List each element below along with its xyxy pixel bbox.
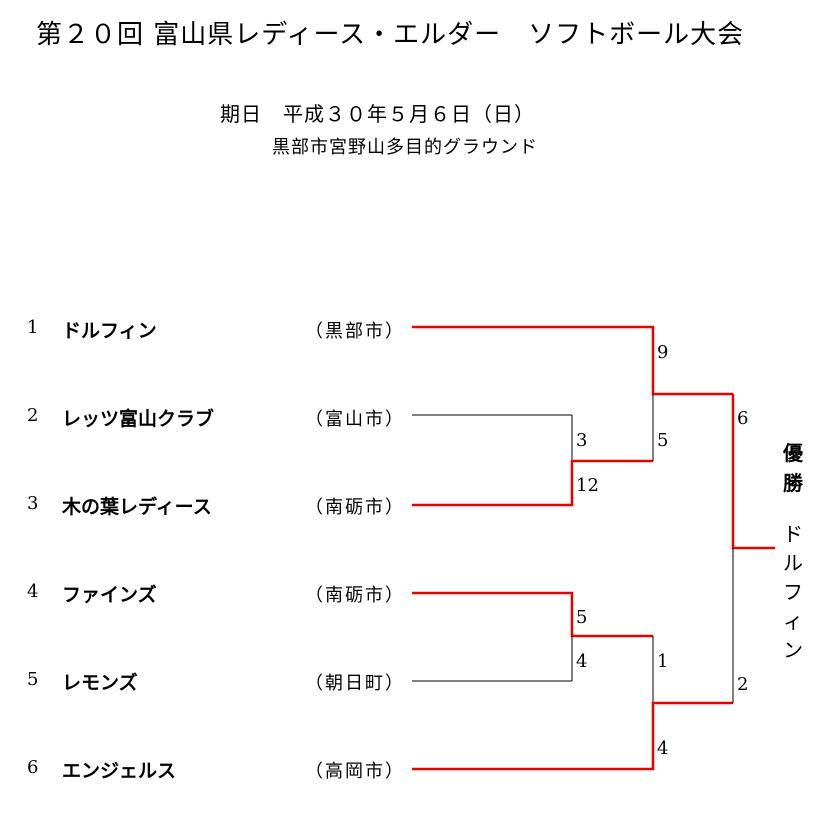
team-name: エンジェルス — [62, 760, 177, 782]
line-team4-win — [412, 591, 653, 638]
line-team3-win — [412, 459, 653, 507]
champion-label: 勝 — [783, 471, 803, 495]
score-team1: 9 — [657, 342, 669, 363]
team-city: （南砺市） — [305, 585, 405, 606]
event-venue: 黒部市宮野山多目的グラウンド — [272, 137, 538, 158]
score-team5: 4 — [576, 651, 588, 672]
champion-name-char: フ — [783, 580, 803, 604]
champion-name-char: ィ — [783, 609, 803, 633]
team-name: ファインズ — [62, 584, 157, 606]
team-name: 木の葉レディース — [62, 496, 212, 518]
team-name: レッツ富山クラブ — [62, 408, 215, 430]
score-team4: 5 — [576, 607, 588, 628]
page-title: 第２０回 富山県レディース・エルダー ソフトボール大会 — [36, 20, 745, 50]
seed-number: 4 — [27, 581, 39, 602]
line-team6-win — [412, 701, 733, 771]
team-city: （南砺市） — [305, 497, 405, 518]
seed-number: 1 — [27, 317, 39, 338]
team-city: （朝日町） — [305, 673, 405, 694]
champion-name-char: ル — [783, 551, 803, 575]
score-final-bottom: 2 — [737, 674, 749, 695]
score-team2: 3 — [576, 430, 588, 451]
score-winner-2-3: 5 — [657, 430, 669, 451]
team-name: ドルフィン — [62, 320, 157, 342]
team-city: （富山市） — [305, 409, 405, 430]
team-city: （黒部市） — [305, 321, 405, 342]
team-name: レモンズ — [62, 672, 138, 694]
event-date: 期日 平成３０年５月６日（日） — [220, 102, 535, 126]
champion-name-char: ド — [783, 522, 803, 546]
champion-name-char: ン — [783, 638, 803, 662]
seed-number: 5 — [27, 669, 39, 690]
team-city: （高岡市） — [305, 761, 405, 782]
score-final-top: 6 — [737, 408, 749, 429]
seed-number: 2 — [27, 405, 39, 426]
score-team3: 12 — [576, 475, 599, 496]
champion-label: 優 — [783, 441, 803, 465]
score-team6: 4 — [657, 738, 669, 759]
line-team1-win — [412, 325, 733, 396]
seed-number: 3 — [27, 493, 39, 514]
score-winner-4-5: 1 — [657, 651, 669, 672]
champion-name: ド ル フ ィ ン — [778, 520, 808, 665]
seed-number: 6 — [27, 757, 39, 778]
champion-block: 優 勝 ド ル フ ィ ン — [778, 438, 808, 665]
